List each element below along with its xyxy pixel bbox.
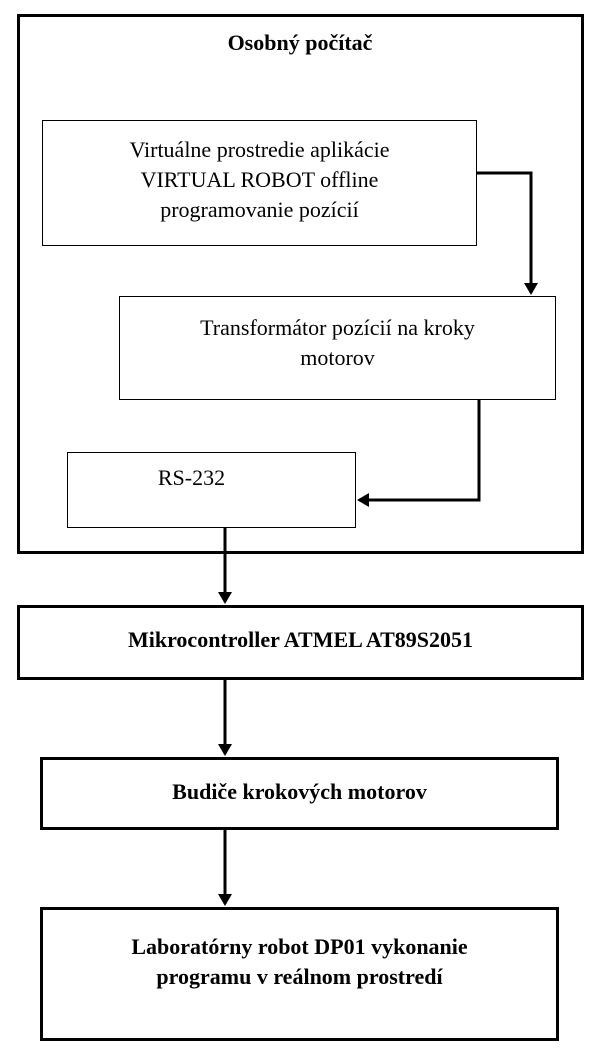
rs232-box: RS-232 xyxy=(67,452,356,528)
pc-title: Osobný počítač xyxy=(227,30,373,55)
arrow-virtual-to-transformer xyxy=(477,171,538,295)
virtual-environment-box: Virtuálne prostredie aplikácie VIRTUAL R… xyxy=(42,120,477,246)
position-transformer-box: Transformátor pozícií na kroky motorov xyxy=(119,296,556,400)
lab-robot-box: Laboratórny robot DP01 vykonanie program… xyxy=(40,907,559,1041)
microcontroller-box: Mikrocontroller ATMEL AT89S2051 xyxy=(17,605,584,680)
pc-container xyxy=(17,14,584,554)
lab-robot-label: Laboratórny robot DP01 vykonanie program… xyxy=(131,934,468,989)
motor-drivers-label: Budiče krokových motorov xyxy=(172,779,427,804)
position-transformer-label: Transformátor pozícií na kroky motorov xyxy=(200,315,475,370)
virtual-environment-label: Virtuálne prostredie aplikácie VIRTUAL R… xyxy=(129,137,390,222)
motor-drivers-box: Budiče krokových motorov xyxy=(40,757,559,830)
microcontroller-label: Mikrocontroller ATMEL AT89S2051 xyxy=(127,627,474,652)
arrow-transformer-to-rs232 xyxy=(357,400,481,507)
rs232-label: RS-232 xyxy=(157,465,226,490)
